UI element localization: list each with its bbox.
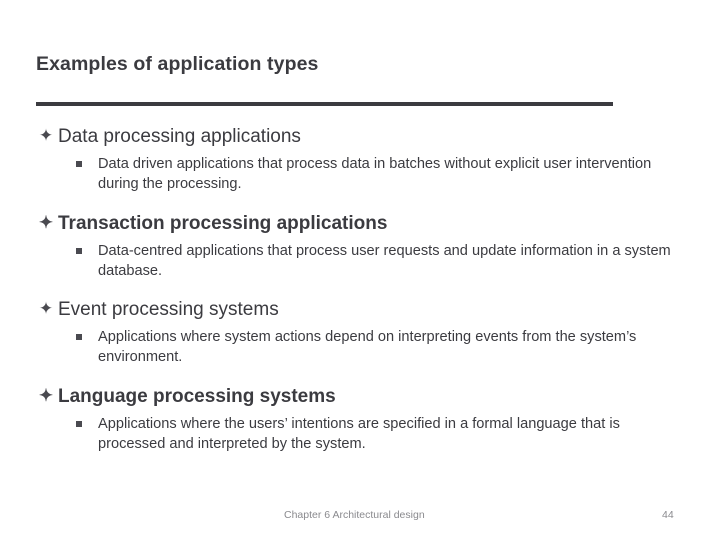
star-bullet-icon: ✦	[38, 213, 54, 233]
bullet-list: ✦ Data processing applications Data driv…	[0, 124, 720, 469]
square-bullet-icon	[76, 421, 82, 428]
list-item-level2: Applications where the users’ intentions…	[0, 415, 720, 455]
footer-chapter-label: Chapter 6 Architectural design	[284, 509, 425, 521]
list-item-label: Data processing applications	[58, 126, 301, 147]
list-item-level2: Data-centred applications that process u…	[0, 242, 720, 282]
list-item-level2: Data driven applications that process da…	[0, 155, 720, 195]
star-bullet-icon: ✦	[38, 386, 54, 406]
page-title: Examples of application types	[36, 53, 319, 75]
list-item-label: Language processing systems	[58, 386, 336, 408]
list-item-label: Transaction processing applications	[58, 213, 388, 235]
list-item-detail: Applications where the users’ intentions…	[98, 416, 620, 453]
list-item-detail: Data-centred applications that process u…	[98, 243, 671, 280]
list-item-detail: Applications where system actions depend…	[98, 329, 637, 366]
list-item-level1: ✦ Event processing systems	[0, 297, 720, 322]
list-item-level1: ✦ Language processing systems	[0, 384, 720, 409]
square-bullet-icon	[76, 248, 82, 255]
list-item-detail: Data driven applications that process da…	[98, 156, 652, 193]
square-bullet-icon	[76, 334, 82, 341]
list-item-label: Event processing systems	[58, 299, 279, 321]
list-item-level1: ✦ Transaction processing applications	[0, 211, 720, 236]
list-item-level2: Applications where system actions depend…	[0, 328, 720, 368]
star-bullet-icon: ✦	[38, 126, 54, 145]
footer-page-number: 44	[662, 509, 674, 521]
square-bullet-icon	[76, 161, 82, 168]
star-bullet-icon: ✦	[38, 299, 54, 319]
title-divider	[36, 102, 613, 106]
list-item-level1: ✦ Data processing applications	[0, 124, 720, 149]
slide-footer: Chapter 6 Architectural design 44	[0, 509, 720, 525]
